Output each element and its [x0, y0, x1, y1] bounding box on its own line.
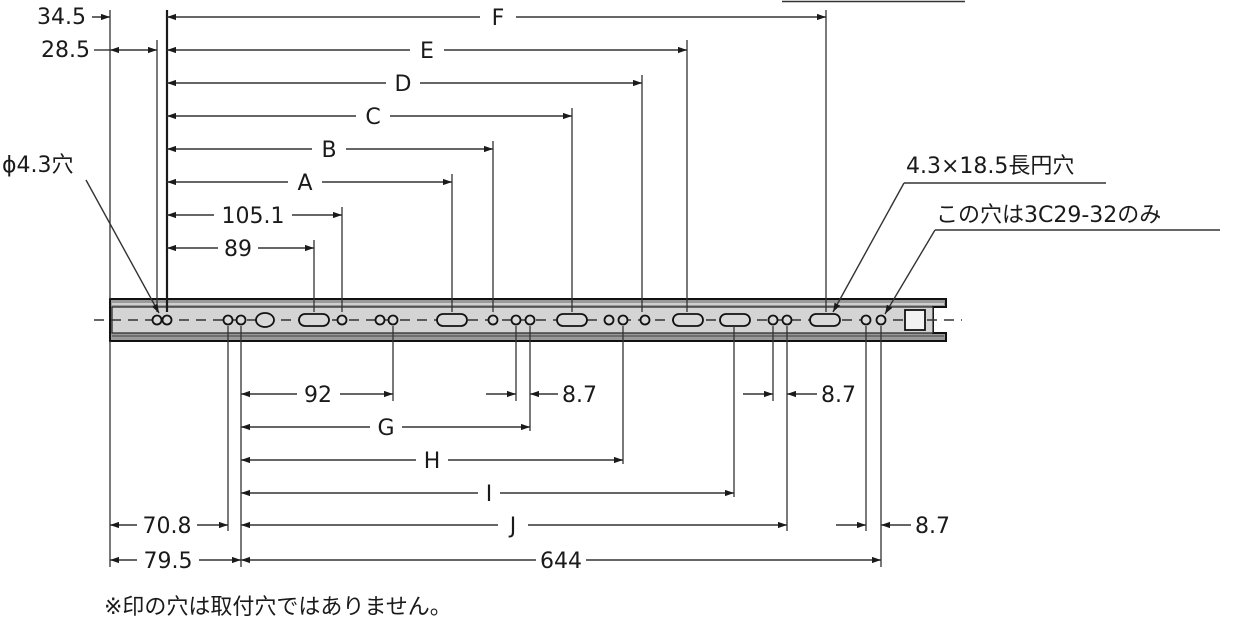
dim-label-79-5: 79.5	[144, 549, 193, 574]
dim-label-70-8: 70.8	[143, 514, 192, 539]
dim-label-34-5: 34.5	[37, 5, 86, 30]
dim-label-28-5: 28.5	[41, 38, 90, 63]
slot-hole	[436, 313, 468, 327]
dim-label-B: B	[321, 138, 336, 163]
round-hole	[336, 314, 348, 326]
callout-slot-hole-label: 4.3×18.5長円穴	[906, 154, 1074, 179]
dimension-G: G	[241, 416, 530, 441]
dim-label-F: F	[492, 6, 505, 31]
round-hole	[875, 314, 887, 326]
dim-label-D: D	[395, 72, 412, 97]
callout-round-hole-label: ϕ4.3穴	[2, 153, 74, 178]
round-hole	[387, 314, 399, 326]
dimension-H: H	[241, 449, 623, 474]
dimension-8-7-a: 8.7	[486, 383, 597, 408]
callout-model-note: この穴は3C29-32のみ	[884, 203, 1220, 315]
dimension-A: A	[167, 171, 452, 196]
slot-hole	[672, 313, 704, 327]
dimension-E: E	[167, 39, 687, 64]
dimension-70-8: 70.8	[110, 514, 228, 539]
dimension-89: 89	[167, 237, 314, 262]
round-hole	[860, 314, 872, 326]
round-hole	[161, 314, 173, 326]
round-hole	[151, 314, 163, 326]
dim-label-8-7-b: 8.7	[821, 383, 856, 408]
round-hole	[524, 314, 536, 326]
footnote: ※印の穴は取付穴ではありません。	[104, 595, 452, 620]
round-hole	[639, 314, 651, 326]
round-hole	[222, 314, 234, 326]
callout-slot-hole: 4.3×18.5長円穴	[832, 154, 1106, 313]
dimension-8-7-c: 8.7	[836, 514, 950, 539]
round-hole	[235, 314, 247, 326]
extension-lines-top	[109, 10, 827, 312]
dimension-105-1: 105.1	[167, 204, 342, 229]
callout-model-note-label: この穴は3C29-32のみ	[936, 203, 1161, 228]
rail-holes	[151, 312, 887, 328]
dimension-92: 92	[241, 383, 393, 408]
dim-label-H: H	[424, 449, 441, 474]
dimension-B: B	[167, 138, 493, 163]
dimension-79-5: 79.5	[110, 549, 241, 574]
dim-label-G: G	[377, 416, 394, 441]
round-hole	[374, 314, 386, 326]
dim-label-E: E	[420, 39, 434, 64]
callout-round-hole: ϕ4.3穴	[2, 153, 160, 314]
dimension-34-5: 34.5	[37, 5, 110, 30]
slot-hole	[556, 313, 588, 327]
dim-label-I: I	[486, 482, 493, 507]
dimension-F: F	[167, 6, 826, 31]
round-hole	[617, 314, 629, 326]
dimension-8-7-b: 8.7	[743, 383, 856, 408]
slot-hole	[809, 313, 841, 327]
dimension-D: D	[167, 72, 642, 97]
dimension-I: I	[241, 482, 734, 507]
dimension-28-5: 28.5	[41, 38, 157, 63]
round-hole	[487, 314, 499, 326]
dim-label-105-1: 105.1	[222, 204, 285, 229]
dim-label-8-7-c: 8.7	[915, 514, 950, 539]
slot-hole	[719, 313, 751, 327]
dim-label-A: A	[297, 171, 312, 196]
dim-label-C: C	[365, 105, 380, 130]
oval-hole	[255, 312, 275, 328]
dimension-644: 644	[241, 549, 881, 574]
slot-hole	[298, 313, 330, 327]
extension-lines-bottom	[109, 326, 882, 567]
round-hole	[510, 314, 522, 326]
dim-label-89: 89	[224, 237, 252, 262]
dim-label-644: 644	[540, 549, 582, 574]
round-hole	[767, 314, 779, 326]
dim-label-92: 92	[304, 383, 332, 408]
rail-end-tab	[904, 309, 926, 331]
dim-label-8-7-a: 8.7	[562, 383, 597, 408]
dimension-J: J	[241, 514, 787, 539]
round-hole	[781, 314, 793, 326]
dimension-C: C	[167, 105, 572, 130]
round-hole	[603, 314, 615, 326]
dim-label-J: J	[508, 514, 517, 539]
